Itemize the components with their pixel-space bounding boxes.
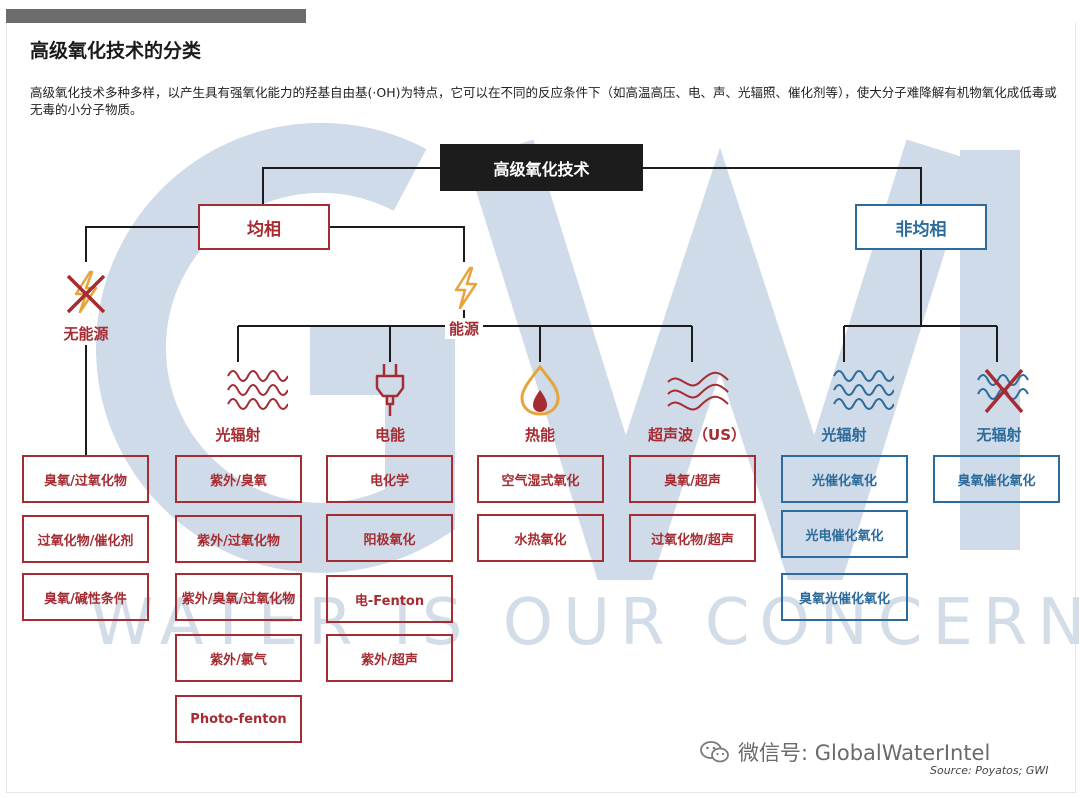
branch-label-light-hetero: 光辐射	[821, 426, 867, 444]
list-item: 水热氧化	[477, 514, 604, 562]
list-item: 电化学	[326, 455, 453, 503]
crossed-lightning-icon	[66, 270, 106, 314]
list-item: 阳极氧化	[326, 514, 453, 562]
intro-text: 高级氧化技术多种多样，以产生具有强氧化能力的羟基自由基(·OH)为特点，它可以在…	[30, 85, 1057, 117]
list-item: 紫外/过氧化物	[175, 515, 302, 563]
crossed-wave-icon	[977, 368, 1029, 414]
plug-icon	[375, 364, 405, 416]
list-item: 臭氧催化氧化	[933, 455, 1060, 503]
list-item: 紫外/氯气	[175, 634, 302, 682]
list-item: 空气湿式氧化	[477, 455, 604, 503]
list-item: 过氧化物/催化剂	[22, 515, 149, 563]
no-energy-label: 无能源	[63, 325, 109, 343]
flame-icon	[520, 364, 560, 416]
homogeneous-node: 均相	[198, 204, 330, 250]
list-item: 光电催化氧化	[781, 510, 908, 558]
branch-label-ultrasound: 超声波（US）	[648, 426, 746, 444]
watermark-slogan: WATER IS OUR CONCERN	[90, 586, 1080, 660]
wave-icon	[227, 370, 288, 410]
branch-label-electric: 电能	[374, 426, 406, 444]
root-node: 高级氧化技术	[440, 144, 643, 191]
heterogeneous-node: 非均相	[855, 204, 987, 250]
wechat-id: 微信号: GlobalWaterIntel	[700, 737, 990, 767]
page-frame	[6, 23, 1076, 793]
page-title: 高级氧化技术的分类	[30, 40, 202, 62]
list-item: 紫外/臭氧	[175, 455, 302, 503]
list-item: 电-Fenton	[326, 575, 453, 623]
branch-label-no-radiation: 无辐射	[976, 426, 1022, 444]
list-item: 过氧化物/超声	[629, 514, 756, 562]
list-item: Photo-fenton	[175, 695, 302, 743]
gwi-watermark-logo	[96, 122, 1020, 580]
sound-wave-icon	[667, 371, 729, 411]
wave-icon	[833, 370, 894, 410]
list-item: 臭氧光催化氧化	[781, 573, 908, 621]
list-item: 臭氧/过氧化物	[22, 455, 149, 503]
list-item: 紫外/臭氧/过氧化物	[175, 573, 302, 621]
energy-label: 能源	[444, 318, 484, 339]
list-item: 臭氧/超声	[629, 455, 756, 503]
header-accent-bar	[6, 9, 306, 23]
branch-label-thermal: 热能	[524, 426, 556, 444]
wechat-icon	[700, 741, 729, 763]
source-note: Source: Poyatos; GWI	[930, 764, 1049, 777]
branch-label-light-homo: 光辐射	[215, 426, 261, 444]
list-item: 臭氧/碱性条件	[22, 573, 149, 621]
lightning-icon	[454, 266, 478, 310]
list-item: 紫外/超声	[326, 634, 453, 682]
list-item: 光催化氧化	[781, 455, 908, 503]
wechat-text: 微信号: GlobalWaterIntel	[738, 741, 991, 765]
